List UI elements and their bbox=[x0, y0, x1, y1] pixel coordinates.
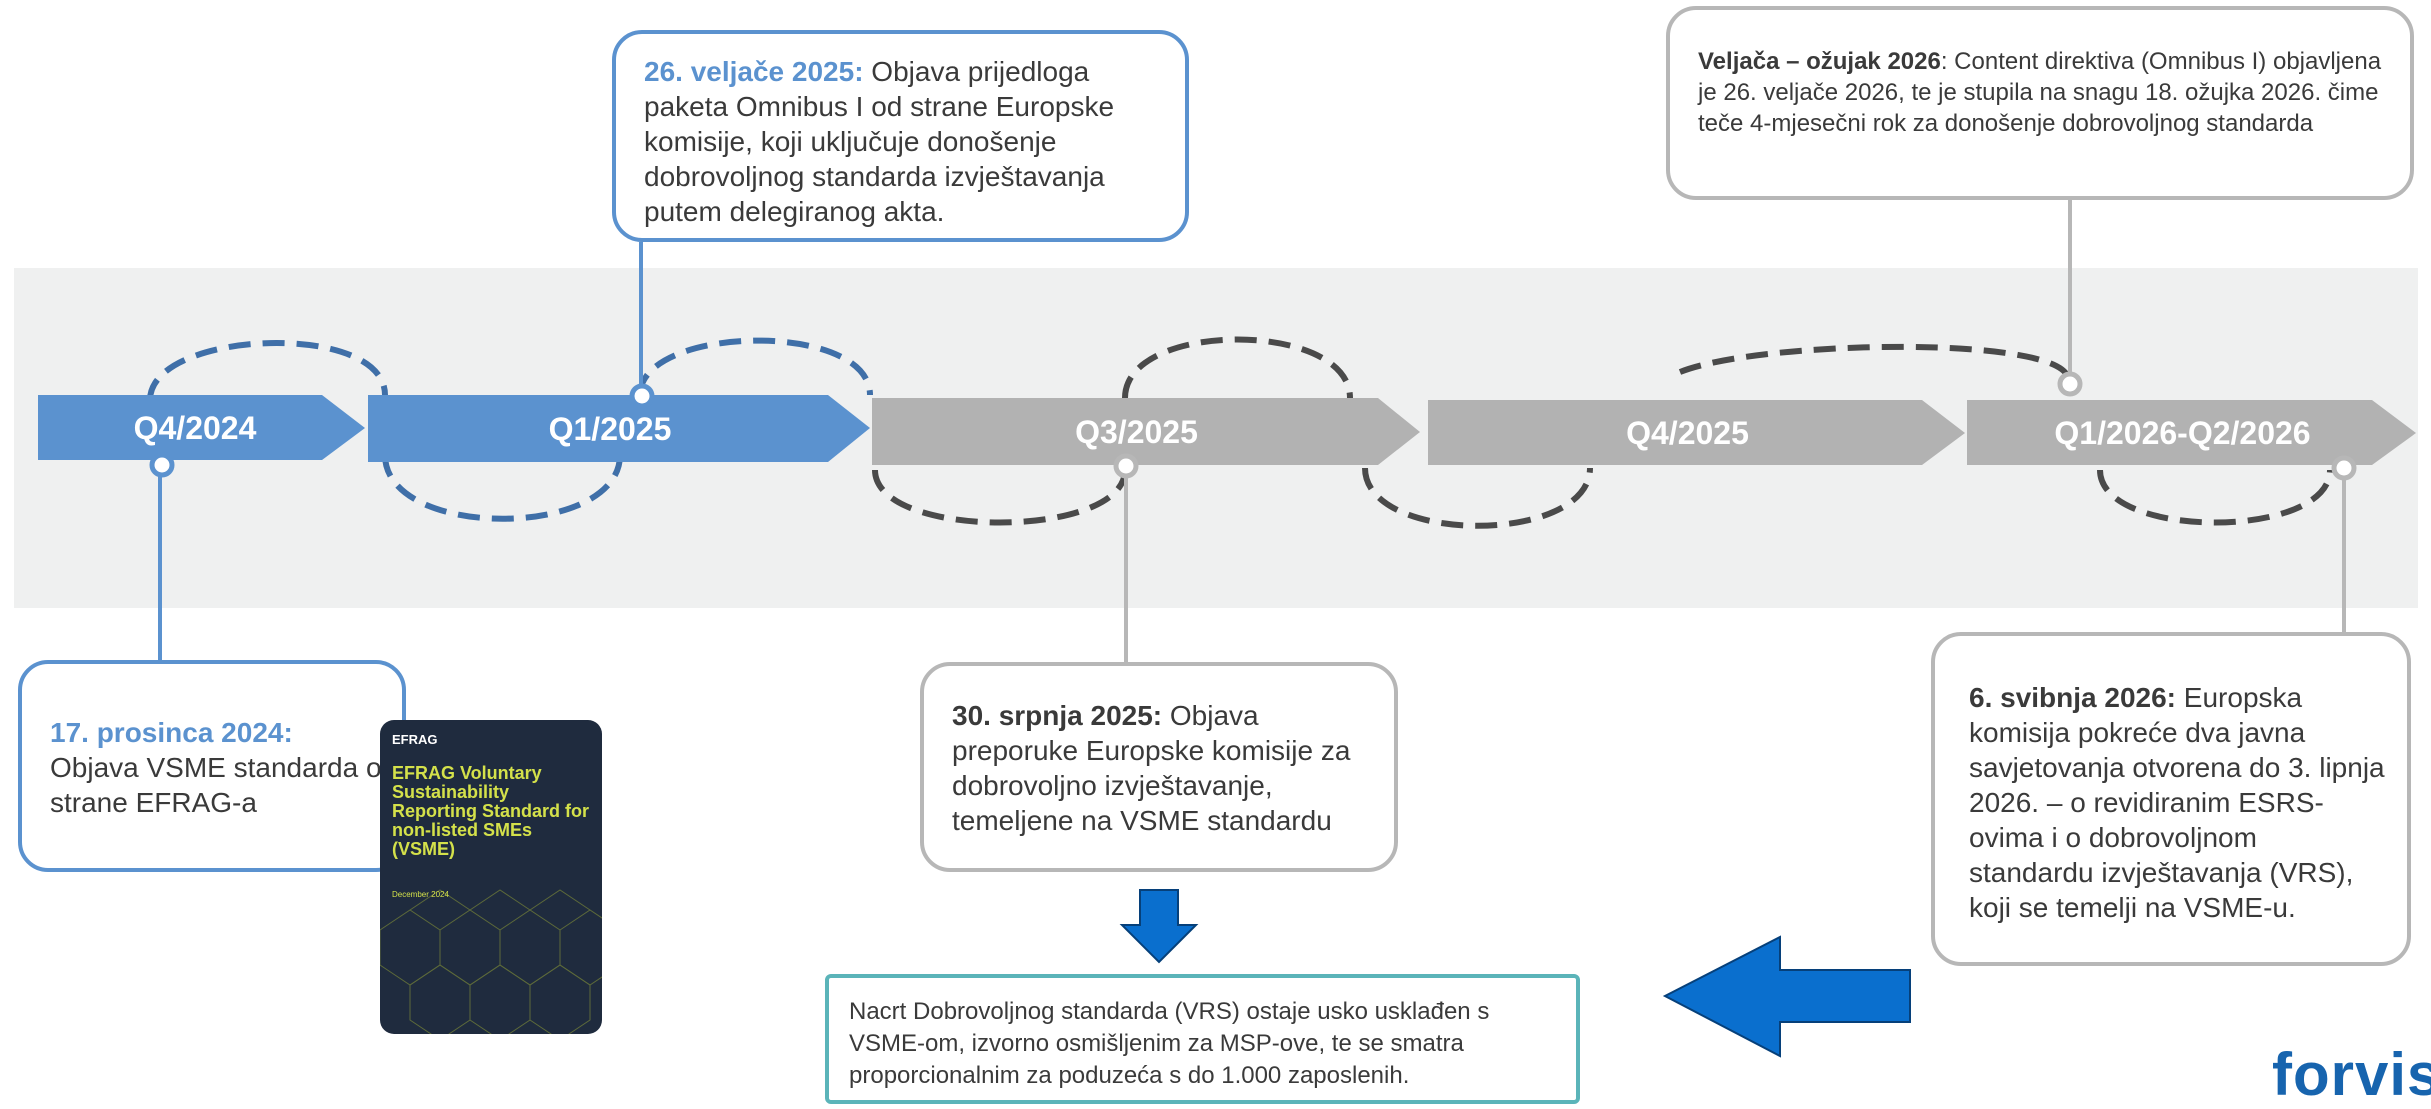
callout-feb2026: Veljača – ožujak 2026: Content direktiva… bbox=[1666, 6, 2414, 200]
loop-q1-2025-top bbox=[637, 337, 873, 396]
callout-jul2025: 30. srpnja 2025: Objava preporuke Europs… bbox=[920, 662, 1398, 872]
loop-q4-2025-bottom bbox=[1362, 467, 1593, 529]
callout-may2026: 6. svibnja 2026: Europska komisija pokre… bbox=[1931, 632, 2411, 966]
arrow-q4-2024 bbox=[38, 395, 365, 460]
label-q4-2024: Q4/2024 bbox=[133, 410, 257, 446]
arrow-q3-2025 bbox=[872, 398, 1420, 465]
vsme-cover-image: EFRAG EFRAG Voluntary Sustainability Rep… bbox=[380, 720, 602, 1034]
cover-title: EFRAG Voluntary Sustainability Reporting… bbox=[392, 763, 589, 859]
arrow-q1-2026 bbox=[1967, 400, 2416, 465]
callout-feb2025: 26. veljače 2025: Objava prijedloga pake… bbox=[612, 30, 1189, 242]
down-arrow bbox=[1119, 889, 1199, 964]
brand-logo: forvis bbox=[2272, 1041, 2431, 1108]
left-arrow bbox=[1662, 935, 1911, 1058]
cover-hex-pattern bbox=[380, 889, 602, 1034]
note-box: Nacrt Dobrovoljnog standarda (VRS) ostaj… bbox=[825, 974, 1580, 1104]
callout-feb2026-text: : Content direktiva (Omnibus I) objavlje… bbox=[1698, 48, 2382, 137]
arrow-q1-2025 bbox=[368, 395, 870, 462]
callout-may2026-date: 6. svibnja 2026: bbox=[1969, 682, 2177, 713]
callout-feb2025-text: Objava prijedloga paketa Omnibus I od st… bbox=[644, 56, 1115, 227]
marker-feb2025 bbox=[629, 383, 655, 409]
label-q4-2025: Q4/2025 bbox=[1626, 415, 1749, 451]
arrow-q4-2025 bbox=[1428, 400, 1965, 465]
callout-jul2025-text: Objava preporuke Europske komisije za do… bbox=[952, 700, 1351, 836]
loop-q3-2025-top bbox=[1122, 336, 1353, 399]
marker-may2026 bbox=[2331, 455, 2357, 481]
label-q1-2026: Q1/2026-Q2/2026 bbox=[2054, 415, 2311, 451]
loop-q3-2025-bottom bbox=[872, 469, 1128, 526]
callout-feb2025-date: 26. veljače 2025: bbox=[644, 56, 864, 87]
callout-dec2024-date: 17. prosinca 2024: bbox=[50, 717, 293, 748]
marker-dec2024 bbox=[149, 452, 175, 478]
loop-q4-2024-top bbox=[147, 340, 388, 401]
callout-feb2026-date: Veljača – ožujak 2026 bbox=[1698, 48, 1941, 75]
label-q1-2025: Q1/2025 bbox=[548, 411, 672, 447]
marker-feb2026 bbox=[2057, 371, 2083, 397]
loop-q2-2026-bottom bbox=[2097, 469, 2333, 526]
callout-dec2024: 17. prosinca 2024: Objava VSME standarda… bbox=[18, 660, 406, 872]
label-q3-2025: Q3/2025 bbox=[1075, 414, 1198, 450]
loop-q1-2025-bottom bbox=[382, 454, 623, 522]
cover-date: December 2024 bbox=[392, 890, 449, 899]
callout-dec2024-text: Objava VSME standarda od strane EFRAG-a bbox=[50, 752, 398, 818]
marker-jul2025 bbox=[1113, 453, 1139, 479]
cover-logo: EFRAG bbox=[392, 732, 438, 747]
callout-may2026-text: Europska komisija pokreće dva javna savj… bbox=[1969, 682, 2385, 923]
callout-jul2025-date: 30. srpnja 2025: bbox=[952, 700, 1163, 731]
loop-q4-2025-top bbox=[1678, 343, 2071, 380]
